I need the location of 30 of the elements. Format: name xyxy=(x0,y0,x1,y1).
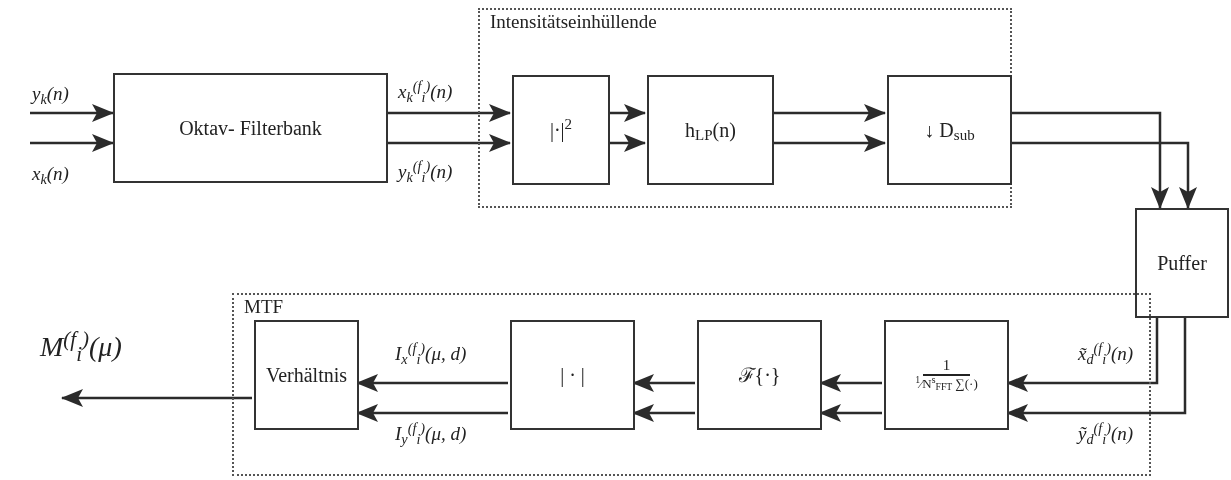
fraction-denominator: $^{1}$⁄N$^{s}$$_{FFT}$ ∑(·) xyxy=(915,375,978,393)
process-box xyxy=(512,75,610,185)
box-label: Puffer xyxy=(1156,250,1208,276)
process-box xyxy=(887,75,1012,185)
process-box xyxy=(254,320,359,430)
box-label: Oktav- Filterbank xyxy=(178,115,323,141)
process-box xyxy=(884,320,1009,430)
arrow xyxy=(388,104,511,122)
edge-label: x$_{k}$(n) xyxy=(32,162,69,189)
process-box xyxy=(113,73,388,183)
fraction-numerator: 1 xyxy=(922,357,971,376)
group-title: Intensitätseinhüllende xyxy=(490,12,657,31)
edge-label: y$_{k}$(n) xyxy=(32,82,69,109)
group-frame xyxy=(478,8,1012,208)
box-label: Verhältnis xyxy=(264,362,349,388)
process-box xyxy=(697,320,822,430)
box-label: | · | xyxy=(559,362,586,388)
process-box xyxy=(1135,208,1229,318)
arrow xyxy=(388,134,511,152)
box-label: h$_{LP}$(n) xyxy=(684,117,737,143)
arrow xyxy=(30,104,114,122)
box-label: ℱ{·} xyxy=(737,362,782,388)
arrow xyxy=(30,134,114,152)
arrow xyxy=(61,389,252,407)
process-box xyxy=(647,75,774,185)
box-label: |·|$^{2}$ xyxy=(548,117,574,143)
process-box xyxy=(510,320,635,430)
box-label: ↓ D$_{sub}$ xyxy=(923,117,976,143)
group-title: MTF xyxy=(244,297,284,316)
group-frame xyxy=(232,293,1151,476)
